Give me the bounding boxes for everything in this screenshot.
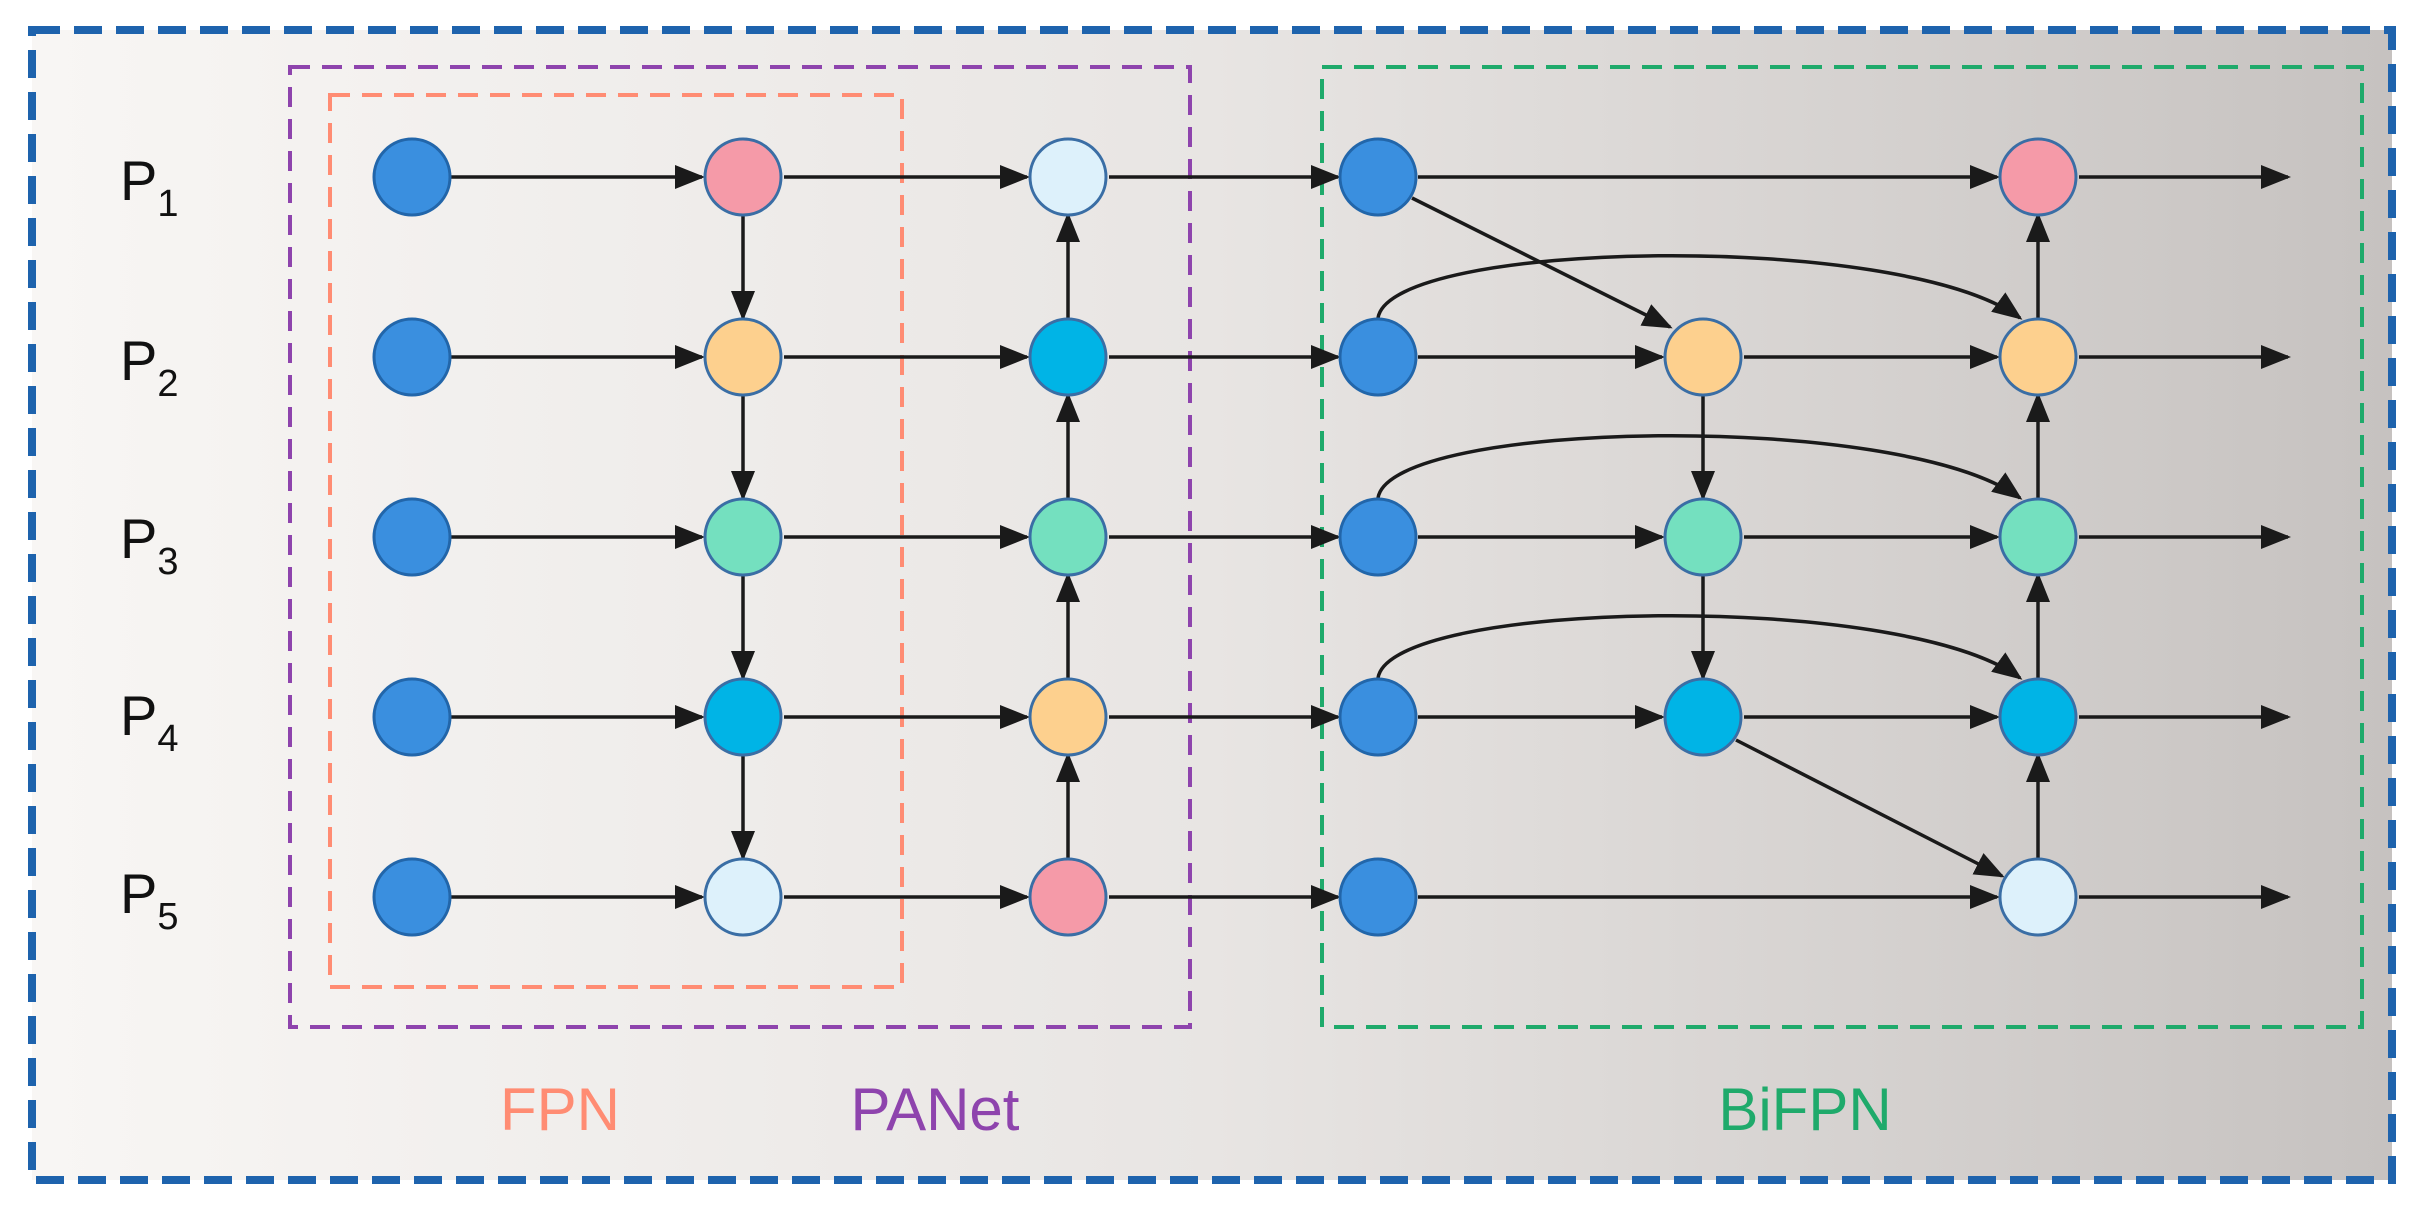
node-fpn-p2 (703, 317, 783, 397)
edge (1376, 434, 2023, 500)
edge (1735, 738, 2005, 878)
node-bifpn-out-p1 (1998, 137, 2078, 217)
fpn-label: FPN (500, 1076, 620, 1143)
node-input-p2 (372, 317, 452, 397)
node-bifpn-out-p3 (1998, 497, 2078, 577)
diagram-background (32, 30, 2392, 1180)
edges (448, 165, 2291, 909)
node-bifpn-in-p3 (1338, 497, 1418, 577)
node-bifpn-mid-p3 (1663, 497, 1743, 577)
row-label-p4: P4 (120, 684, 179, 760)
node-panet-p5 (1028, 857, 1108, 937)
node-bifpn-out-p5 (1998, 857, 2078, 937)
node-bifpn-out-p4 (1998, 677, 2078, 757)
node-fpn-p5 (703, 857, 783, 937)
node-panet-p3 (1028, 497, 1108, 577)
row-label-p1: P1 (120, 149, 179, 225)
edge (1376, 254, 2023, 320)
node-bifpn-out-p2 (1998, 317, 2078, 397)
node-bifpn-in-p2 (1338, 317, 1418, 397)
node-input-p1 (372, 137, 452, 217)
node-fpn-p4 (703, 677, 783, 757)
row-label-p5: P5 (120, 862, 179, 938)
node-input-p3 (372, 497, 452, 577)
panet-label: PANet (851, 1076, 1020, 1143)
node-panet-p1 (1028, 137, 1108, 217)
node-input-p5 (372, 857, 452, 937)
node-bifpn-mid-p2 (1663, 317, 1743, 397)
row-labels: P1 P2 P3 P4 P5 (120, 149, 179, 938)
node-input-p4 (372, 677, 452, 757)
node-bifpn-in-p1 (1338, 137, 1418, 217)
node-bifpn-in-p5 (1338, 857, 1418, 937)
fpn-group-box (328, 93, 904, 989)
outer-frame (28, 26, 2396, 1184)
nodes (372, 137, 2078, 937)
bifpn-label: BiFPN (1718, 1076, 1891, 1143)
node-panet-p4 (1028, 677, 1108, 757)
node-fpn-p1 (703, 137, 783, 217)
node-fpn-p3 (703, 497, 783, 577)
node-panet-p2 (1028, 317, 1108, 397)
row-label-p2: P2 (120, 329, 179, 405)
panet-group-box (288, 65, 1192, 1029)
node-bifpn-mid-p4 (1663, 677, 1743, 757)
row-label-p3: P3 (120, 507, 179, 583)
edge (1376, 614, 2023, 680)
node-bifpn-in-p4 (1338, 677, 1418, 757)
